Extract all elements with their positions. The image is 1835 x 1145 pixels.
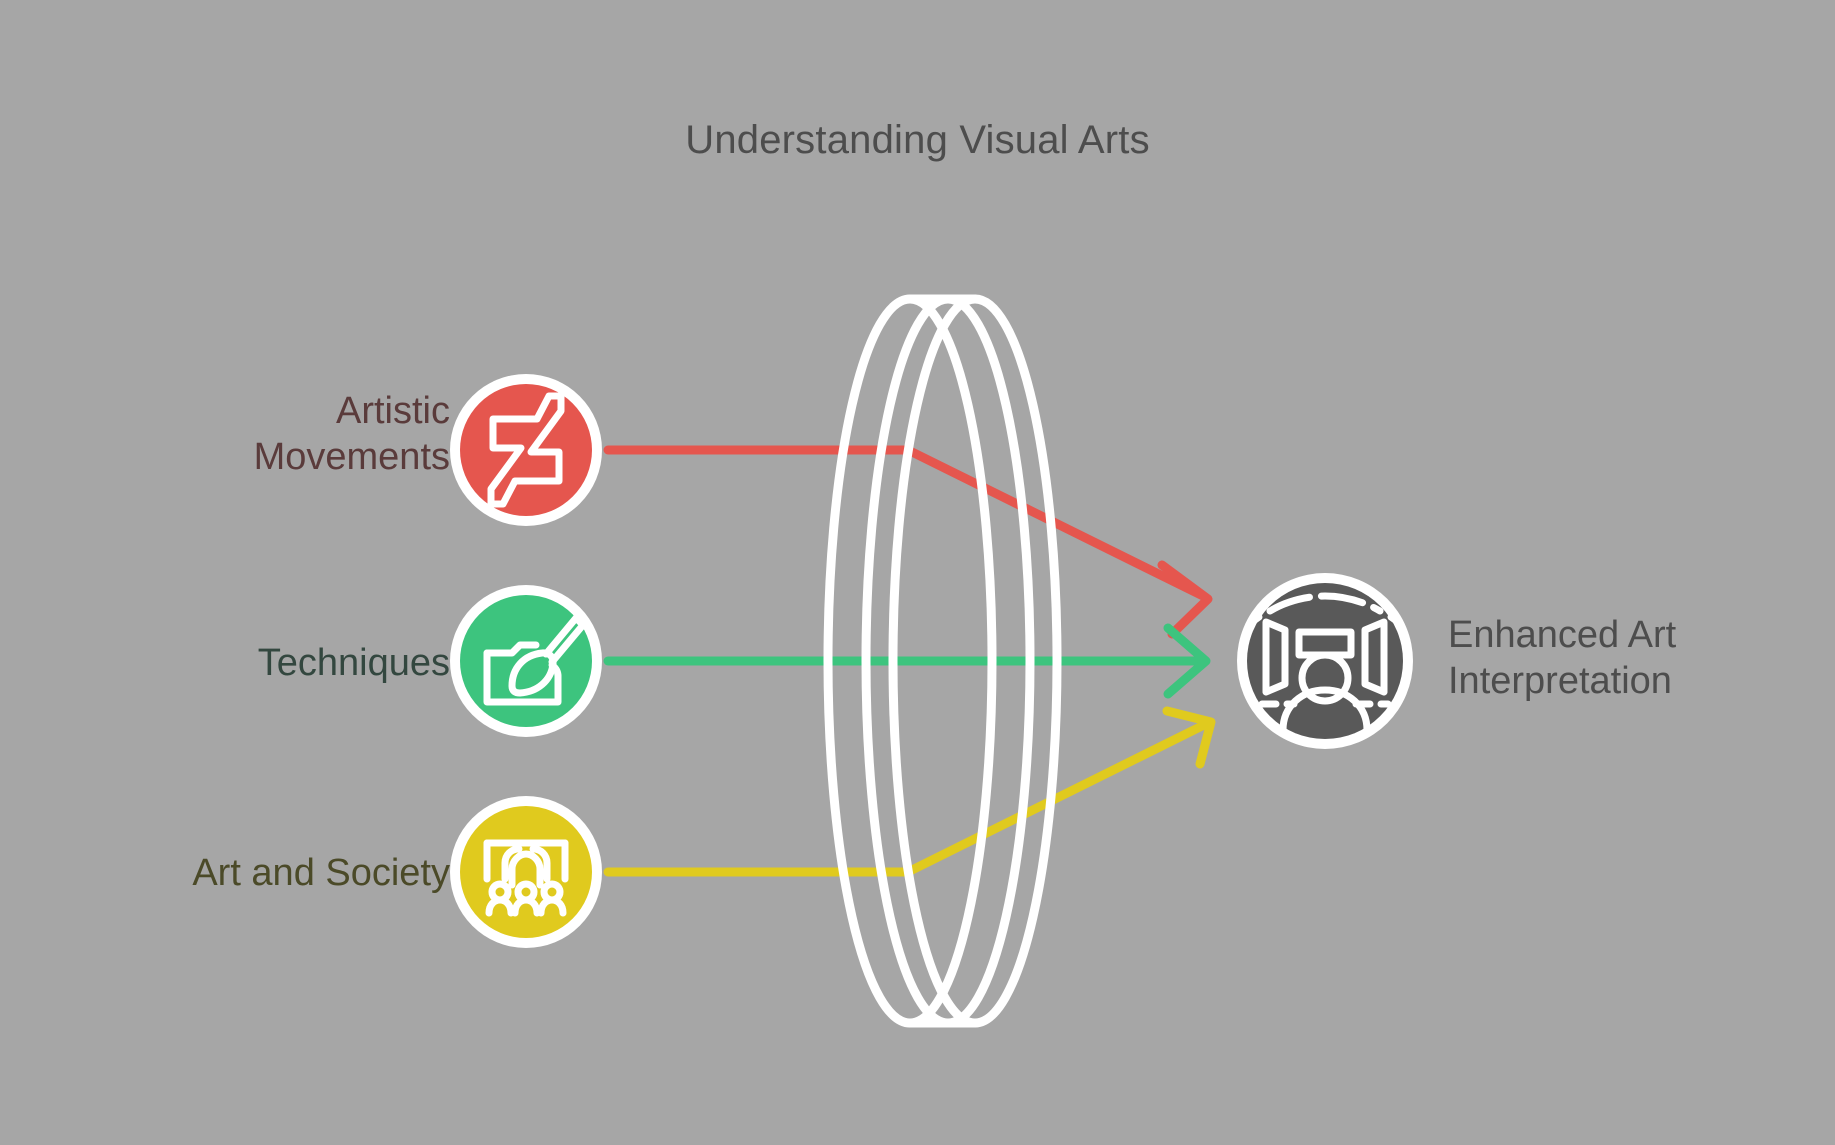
deviantart-logo-icon [487,392,565,508]
label-art-and-society: Art and Society [192,852,450,894]
label-techniques: Techniques [257,642,450,684]
connector-art-and-society [603,706,1216,877]
paintbrush-icon [483,614,587,706]
label-enhanced-art-interpretation: Enhanced Art Interpretation [1448,614,1677,702]
page-title: Understanding Visual Arts [685,118,1150,162]
lens-disc-icon [823,294,1062,1028]
node-artistic-movements[interactable] [450,374,602,526]
node-enhanced-art-interpretation[interactable] [1237,573,1413,749]
gallery-audience-icon [483,839,569,917]
art-exhibition-icon [1248,592,1402,734]
label-artistic-movements: Artistic Movements [253,390,450,478]
node-techniques[interactable] [450,585,602,737]
node-art-and-society[interactable] [450,796,602,948]
connector-techniques [603,623,1211,699]
